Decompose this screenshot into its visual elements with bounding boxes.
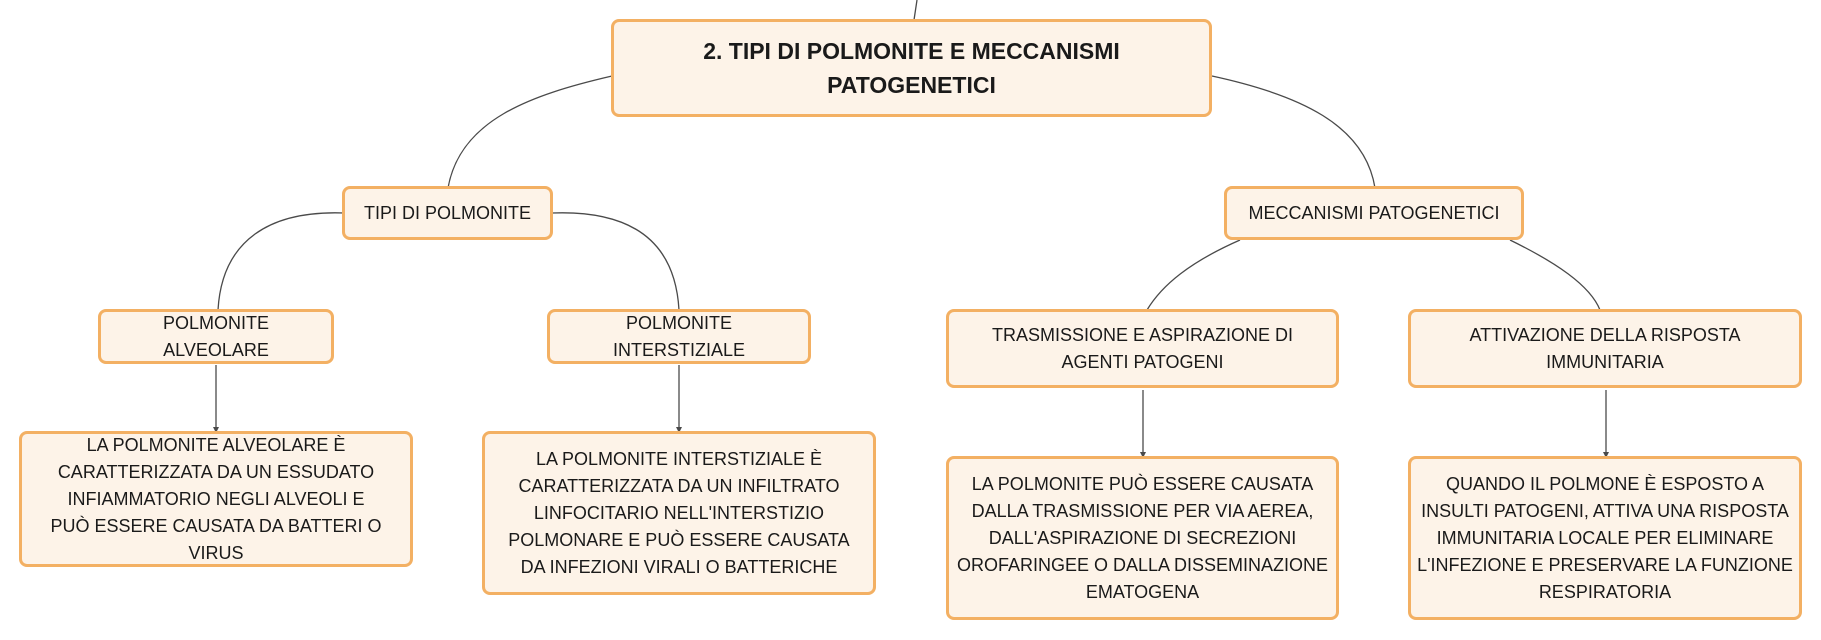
detail-polmonite-alveolare[interactable]: LA POLMONITE ALVEOLARE È CARATTERIZZATA … [19, 431, 413, 567]
subtopic-label: POLMONITE ALVEOLARE [162, 312, 269, 360]
detail-text: QUANDO IL POLMONE È ESPOSTO A INSULTI PA… [1417, 473, 1793, 602]
connector-root-in [913, 0, 918, 21]
subtopic-polmonite-alveolare[interactable]: POLMONITE ALVEOLARE [98, 309, 334, 364]
subtopic-label: TRASMISSIONE E ASPIRAZIONE DI AGENTI PAT… [991, 324, 1294, 372]
connector-right-trasmissione [1146, 239, 1241, 311]
connector-left-alveolare [217, 212, 346, 311]
connector-right-attivazione [1509, 239, 1601, 311]
connector-root-left [447, 75, 613, 189]
subtopic-polmonite-interstiziale[interactable]: POLMONITE INTERSTIZIALE [547, 309, 811, 364]
subtopic-label: POLMONITE INTERSTIZIALE [612, 312, 746, 360]
subtopic-trasmissione-aspirazione[interactable]: TRASMISSIONE E ASPIRAZIONE DI AGENTI PAT… [946, 309, 1339, 388]
detail-text: LA POLMONITE INTERSTIZIALE È CARATTERIZZ… [508, 448, 850, 577]
detail-text: LA POLMONITE ALVEOLARE È CARATTERIZZATA … [50, 434, 382, 563]
topic-label: TIPI DI POLMONITE [363, 202, 532, 223]
detail-text: LA POLMONITE PUÒ ESSERE CAUSATA DALLA TR… [956, 473, 1329, 602]
topic-tipi-di-polmonite[interactable]: TIPI DI POLMONITE [342, 186, 553, 240]
detail-polmonite-interstiziale[interactable]: LA POLMONITE INTERSTIZIALE È CARATTERIZZ… [482, 431, 876, 595]
topic-meccanismi-patogenetici[interactable]: MECCANISMI PATOGENETICI [1224, 186, 1524, 240]
subtopic-label: ATTIVAZIONE DELLA RISPOSTA IMMUNITARIA [1469, 324, 1741, 372]
connector-root-right [1211, 75, 1376, 189]
detail-attivazione-risposta[interactable]: QUANDO IL POLMONE È ESPOSTO A INSULTI PA… [1408, 456, 1802, 620]
detail-trasmissione-aspirazione[interactable]: LA POLMONITE PUÒ ESSERE CAUSATA DALLA TR… [946, 456, 1339, 620]
connector-left-interstiziale [551, 212, 680, 311]
topic-label: MECCANISMI PATOGENETICI [1248, 202, 1500, 223]
subtopic-attivazione-risposta[interactable]: ATTIVAZIONE DELLA RISPOSTA IMMUNITARIA [1408, 309, 1802, 388]
root-topic-label: 2. TIPI DI POLMONITE E MECCANISMI PATOGE… [703, 38, 1120, 98]
root-topic[interactable]: 2. TIPI DI POLMONITE E MECCANISMI PATOGE… [611, 19, 1212, 117]
